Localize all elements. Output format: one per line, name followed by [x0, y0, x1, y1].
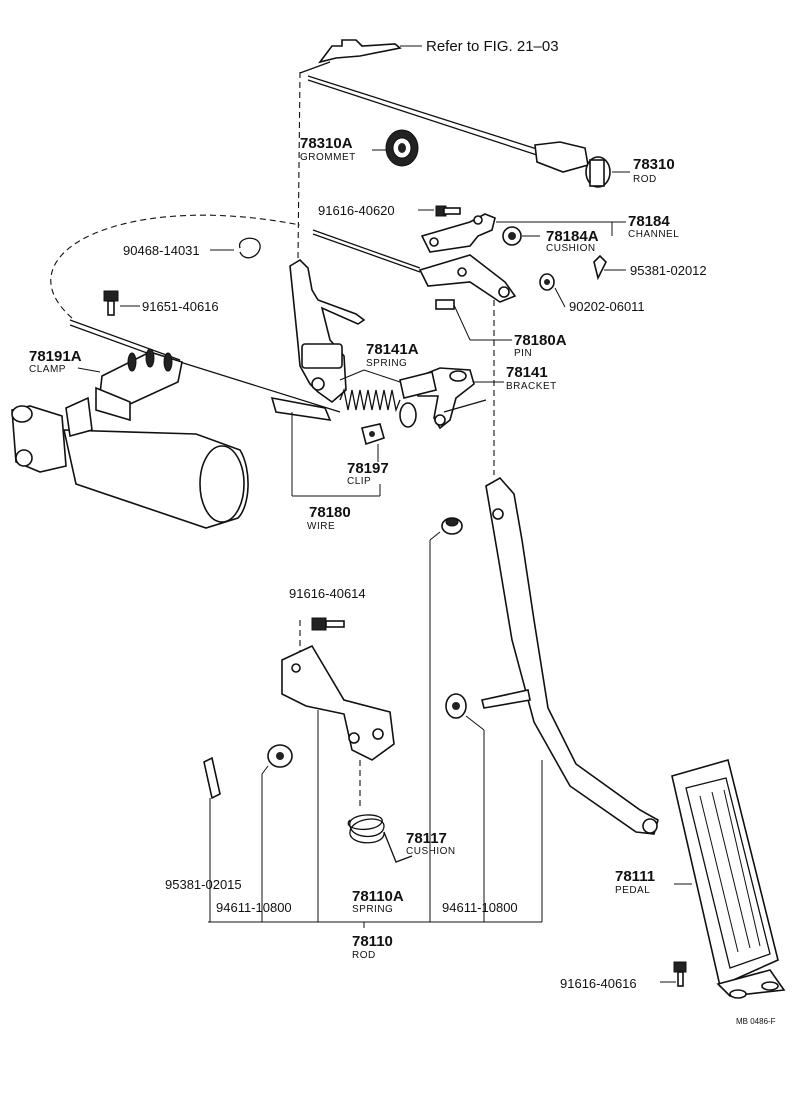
part-name-spring: SPRING — [352, 904, 393, 915]
fastener-washer-c[interactable]: 94611-10800 — [442, 900, 518, 915]
part-name-bracket: BRACKET — [506, 381, 557, 392]
grommet-drawing — [372, 129, 419, 167]
lower-bracket-drawing — [203, 617, 542, 928]
part-number-cushion-top[interactable]: 78184A — [546, 228, 599, 245]
part-number-clamp[interactable]: 78191A — [29, 348, 82, 365]
part-number-spring-top[interactable]: 78141A — [366, 341, 419, 358]
fastener-washer-b[interactable]: 94611-10800 — [216, 900, 292, 915]
fastener-ring-a[interactable]: 90468-14031 — [123, 243, 200, 258]
part-number-wire[interactable]: 78180 — [309, 504, 351, 521]
part-name-cushion: CUSHION — [406, 846, 456, 857]
part-number-bracket[interactable]: 78141 — [506, 364, 548, 381]
part-name-rod: ROD — [633, 174, 657, 185]
cylinder-drawing — [11, 396, 249, 529]
fastener-pin-b[interactable]: 95381-02015 — [165, 877, 242, 892]
choke-rod-drawing — [307, 75, 630, 188]
part-number-pedal[interactable]: 78111 — [615, 868, 655, 885]
part-number-grommet[interactable]: 78310A — [300, 135, 353, 152]
part-number-rod-assy[interactable]: 78110 — [352, 933, 393, 950]
fastener-bolt-d[interactable]: 91616-40616 — [560, 976, 637, 991]
part-name-spring-top: SPRING — [366, 358, 407, 369]
part-number-channel[interactable]: 78184 — [628, 213, 670, 230]
upper-linkage-drawing — [103, 205, 626, 341]
clamp-drawing — [77, 348, 183, 422]
part-name-rod-assy: ROD — [352, 950, 376, 961]
part-name-clip: CLIP — [347, 476, 371, 487]
part-name-pedal: PEDAL — [615, 885, 650, 896]
throttle-lever-drawing — [69, 258, 504, 497]
part-number-rod[interactable]: 78310 — [633, 156, 675, 173]
part-number-pin[interactable]: 78180A — [514, 332, 567, 349]
reference-label[interactable]: Refer to FIG. 21–03 — [426, 38, 559, 55]
pedal-pad-drawing — [660, 759, 786, 999]
part-number-clip[interactable]: 78197 — [347, 460, 389, 477]
part-number-cushion[interactable]: 78117 — [406, 830, 447, 847]
part-name-channel: CHANNEL — [628, 229, 679, 240]
fastener-bolt-a[interactable]: 91616-40620 — [318, 203, 395, 218]
part-name-cushion-top: CUSHION — [546, 243, 596, 254]
fastener-bolt-b[interactable]: 91651-40616 — [142, 299, 219, 314]
drawing-code: MB 0486-F — [736, 1017, 776, 1026]
part-name-clamp: CLAMP — [29, 364, 66, 375]
pedal-arm-drawing — [429, 476, 659, 922]
rod-bracket-drawing — [299, 39, 422, 74]
part-name-pin: PIN — [514, 348, 532, 359]
part-number-spring[interactable]: 78110A — [352, 888, 404, 905]
fastener-bolt-c[interactable]: 91616-40614 — [289, 586, 366, 601]
part-name-wire: WIRE — [307, 521, 335, 532]
fastener-pin-a[interactable]: 95381-02012 — [630, 263, 707, 278]
fastener-washer-a[interactable]: 90202-06011 — [569, 299, 645, 314]
part-name-grommet: GROMMET — [300, 152, 356, 163]
